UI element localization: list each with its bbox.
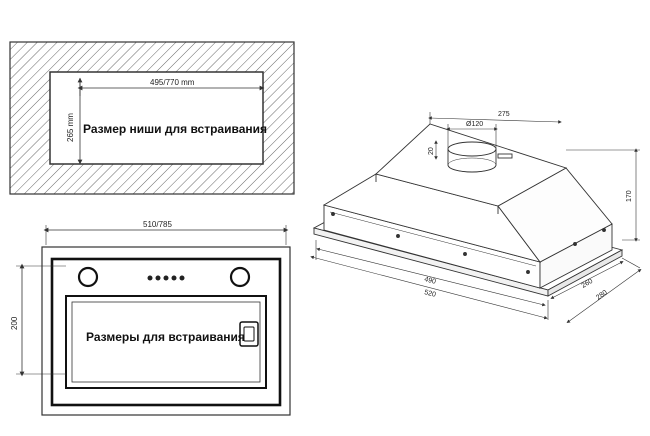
- niche-caption: Размер ниши для встраивания: [83, 122, 267, 136]
- outer-length-dimension: [310, 255, 548, 320]
- control-button: [171, 275, 177, 281]
- outer-depth-dimension: [566, 268, 642, 324]
- front-caption: Размеры для встраивания: [86, 330, 245, 344]
- height-label: 170: [626, 190, 633, 202]
- inner-depth-label: 260: [581, 278, 595, 290]
- front-view-diagram: 510/785 Размеры для встраивания 200: [10, 220, 291, 416]
- niche-diagram: 495/770 mm 265 mm Размер ниши для встраи…: [9, 41, 295, 195]
- control-button: [179, 275, 185, 281]
- top-width-label: 275: [498, 111, 510, 118]
- right-light-knob: [229, 266, 251, 288]
- filter-panel-inner: [71, 301, 261, 383]
- control-buttons: [147, 275, 185, 281]
- left-light-knob: [77, 266, 99, 288]
- duct-diameter-label: Ø120: [466, 121, 483, 128]
- niche-width-label: 495/770 mm: [150, 78, 195, 87]
- isometric-view-diagram: [310, 112, 642, 324]
- top-width-dimension: [428, 116, 562, 124]
- exhaust-duct: [447, 141, 513, 173]
- control-button: [147, 275, 153, 281]
- outer-length-label: 520: [424, 289, 437, 299]
- control-button: [155, 275, 161, 281]
- inner-length-label: 490: [424, 276, 437, 286]
- front-height-label: 200: [10, 316, 19, 330]
- niche-height-label: 265 mm: [66, 113, 75, 142]
- duct-height-label: 20: [428, 147, 435, 155]
- damper-lever: [497, 153, 513, 159]
- outer-depth-label: 280: [595, 289, 609, 301]
- front-width-label: 510/785: [143, 220, 172, 229]
- control-button: [163, 275, 169, 281]
